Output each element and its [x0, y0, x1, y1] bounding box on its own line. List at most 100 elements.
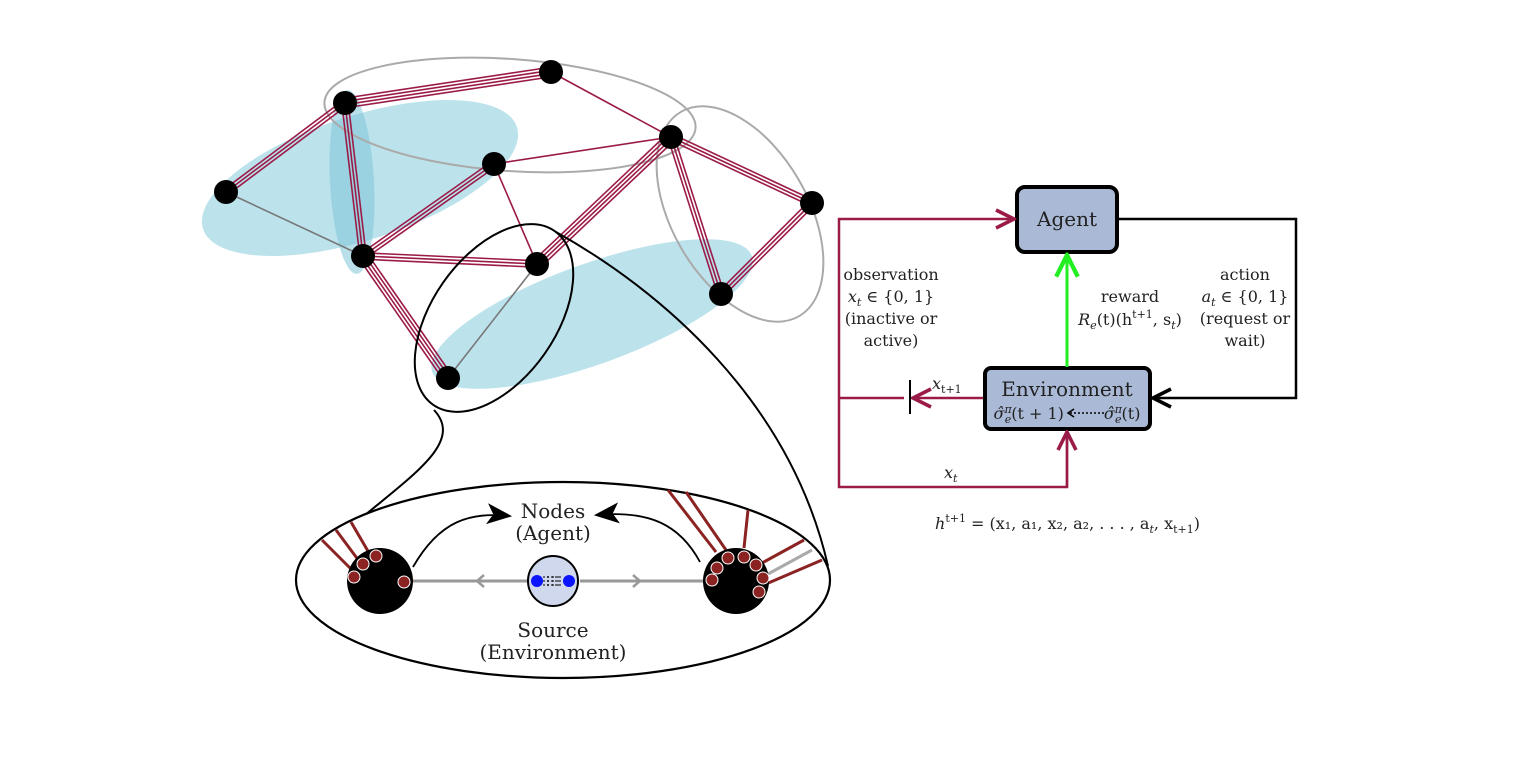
observation-arrow [837, 219, 1069, 489]
action-label-3: (request or [1200, 309, 1291, 328]
link-strand [673, 135, 725, 294]
link-strand [360, 160, 493, 255]
entanglement-links [223, 66, 815, 382]
history-formula: ht+1 = (x₁, a₁, x₂, a₂, . . . , at, xt+1… [935, 512, 1200, 536]
link-strand [535, 135, 671, 264]
zoom-connector [364, 223, 829, 567]
entanglement-link [344, 66, 552, 109]
source-label-line1: Source [517, 618, 588, 642]
link-strand [362, 258, 537, 268]
zoom-detail: Nodes (Agent) Source (Environment) [294, 480, 832, 680]
environment-label: Environment [1001, 377, 1132, 401]
zoom-line-right [555, 231, 829, 567]
channel-arrow-left [475, 574, 485, 588]
photon-left [531, 575, 543, 587]
reward-label-1: reward [1101, 287, 1159, 306]
link-strand [550, 71, 672, 138]
channel-arrow-right [632, 574, 642, 588]
entanglement-link [669, 133, 814, 207]
network-nodes [214, 60, 824, 390]
link-strand [341, 103, 361, 257]
entanglement-link [718, 200, 815, 297]
network-node [539, 60, 563, 84]
network-node [214, 180, 238, 204]
observation-label-2: xt ∈ {0, 1} [848, 287, 934, 309]
reward-label-2: Re(t)(ht+1, st) [1077, 308, 1182, 332]
cluster-bottom [431, 239, 753, 389]
link-strand [344, 69, 551, 103]
network-node [436, 366, 460, 390]
entanglement-link [360, 160, 497, 260]
link-strand [670, 136, 722, 295]
gray-links [225, 191, 538, 379]
link-strand [362, 255, 538, 265]
photon-entanglement [543, 576, 563, 586]
zoom-selection-ellipse [413, 223, 575, 413]
source-label-line2: (Environment) [480, 640, 627, 664]
link-strand [669, 139, 811, 207]
observation-label-3: (inactive or [845, 309, 938, 328]
network-node [659, 125, 683, 149]
link-strand [720, 202, 813, 295]
link-strand [345, 72, 552, 106]
entanglement-link [358, 252, 453, 382]
action-label-2: at ∈ {0, 1} [1202, 287, 1289, 309]
x-next-label: xt+1 [932, 374, 962, 396]
link-strand [225, 102, 346, 193]
memory-qubits-right [705, 550, 770, 599]
x-t-label: xt [944, 463, 958, 485]
link-strand [363, 254, 450, 378]
link-strand [493, 163, 538, 265]
gray-link [447, 263, 538, 379]
observation-label-4: active) [864, 331, 919, 350]
entanglement-link [533, 132, 675, 269]
photon-right [563, 575, 575, 587]
entanglement-link [667, 135, 725, 296]
outline-top [323, 56, 697, 174]
entanglement-link [493, 136, 672, 165]
action-label-4: wait) [1224, 331, 1265, 350]
entanglement-link [223, 99, 348, 196]
link-strand [361, 256, 448, 380]
link-strand [362, 163, 495, 257]
link-strand [533, 132, 669, 262]
link-strand [722, 204, 815, 297]
link-strand [493, 136, 672, 165]
link-strand [718, 200, 811, 293]
network-node [525, 252, 549, 276]
link-strand [345, 75, 552, 109]
memory-qubits-left [347, 549, 411, 589]
link-strand [672, 133, 814, 201]
link-strand [363, 252, 538, 262]
link-strand [539, 139, 675, 269]
network-node [351, 244, 375, 268]
link-strand [227, 104, 348, 196]
link-strand [366, 252, 453, 376]
entanglement-link [550, 71, 672, 138]
link-strand [344, 102, 364, 257]
outline-right [655, 105, 825, 323]
network-node [800, 191, 824, 215]
network-node [482, 152, 506, 176]
link-strand [537, 137, 673, 266]
link-strand [670, 136, 813, 204]
arrow-to-nodes-right [593, 502, 701, 563]
entanglement-link [493, 163, 538, 265]
nodes-label-line2: (Agent) [515, 521, 591, 545]
observation-label-1: observation [843, 265, 938, 284]
environment-box [983, 366, 1152, 431]
gray-link [225, 191, 364, 257]
link-strand [358, 258, 445, 382]
link-strand [667, 137, 719, 296]
network-node [709, 282, 733, 306]
action-label-1: action [1220, 265, 1270, 284]
entanglement-link [341, 102, 367, 257]
clusters [201, 56, 825, 389]
entanglement-link [362, 252, 538, 268]
agent-label: Agent [1036, 207, 1097, 231]
arrow-to-nodes-left [412, 503, 513, 568]
zoom-links-right [666, 489, 823, 586]
